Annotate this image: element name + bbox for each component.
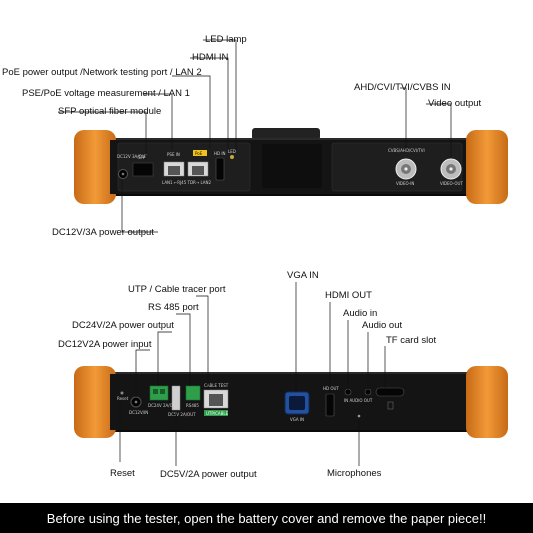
callout-dc12v-output: DC12V/3A power output [52, 227, 154, 238]
bottom-leader-lines [119, 282, 386, 466]
callout-tf-card: TF card slot [386, 335, 437, 346]
audio-in-jack [344, 388, 352, 396]
led-lamp [230, 155, 234, 159]
rs485-terminal [185, 385, 201, 401]
poe-badge [193, 150, 207, 156]
panel-reset-text: Reset [117, 396, 129, 401]
hdmi-in-port [215, 157, 225, 181]
panel-cabletest-text: CABLE TEST [204, 383, 229, 388]
panel-rs485-text: RS485 [186, 403, 199, 408]
battery-cover [262, 144, 322, 188]
panel-hdin-text: HD IN [214, 151, 226, 156]
panel-dc5v-text: DC5V 2A/OUT [168, 412, 196, 417]
callout-poe-output: PoE power output /Network testing port /… [2, 67, 202, 78]
callout-pse-poe: PSE/PoE voltage measurement / LAN 1 [22, 88, 190, 99]
bottom-device: Reset DC12V/IN DC24V 2A/OUT DC5V 2A/OUT … [74, 282, 508, 466]
callout-dc5v: DC5V/2A power output [160, 469, 257, 480]
panel-audio-text: IN AUDIO OUT [344, 398, 373, 403]
panel-videoout-text: VIDEO-OUT [440, 181, 463, 186]
panel-sfp-text: SFP [138, 155, 146, 160]
callout-dc12v-input: DC12V2A power input [58, 339, 152, 350]
callout-video-output: Video output [428, 98, 482, 109]
callout-hdmi-in: HDMI IN [192, 52, 229, 63]
panel-pse-text: PSE IN [167, 152, 180, 157]
callout-reset: Reset [110, 468, 135, 479]
dc24v-terminal [149, 385, 169, 401]
callout-rs485: RS 485 port [148, 302, 199, 313]
top-device: DC12V 3A/OUT SFP PSE IN PoE HD IN LED LA… [58, 39, 508, 233]
dc5v-usb [171, 385, 181, 411]
tf-card-slot [375, 387, 405, 397]
microphone-hole [357, 414, 361, 418]
bottom-right-bumper [466, 366, 508, 438]
callout-vga-in: VGA IN [287, 270, 319, 281]
callout-microphones: Microphones [327, 468, 382, 479]
reset-hole [120, 391, 124, 395]
callout-ahd-in: AHD/CVI/TVI/CVBS IN [354, 82, 451, 93]
top-leader-lines [58, 39, 452, 233]
panel-hdout-text: HD OUT [323, 386, 339, 391]
panel-dcin-text: DC12V/IN [129, 410, 148, 415]
bottom-left-bumper [74, 366, 116, 438]
panel-lan-text: LAN1 ←RJ45 TDR→ LAN2 [162, 180, 212, 185]
panel-vgain-text: VGA IN [290, 417, 304, 422]
callout-audio-out: Audio out [362, 320, 403, 331]
callout-audio-in: Audio in [343, 308, 378, 319]
hdmi-out-port [325, 393, 335, 417]
callout-hdmi-out: HDMI OUT [325, 290, 372, 301]
panel-dc12v-text: DC12V 3A/OUT [117, 154, 148, 159]
panel-poe-text: PoE [195, 151, 203, 156]
top-left-bumper [74, 130, 116, 204]
utp-badge [204, 410, 228, 416]
top-tab [252, 128, 320, 140]
warning-banner: Before using the tester, open the batter… [0, 503, 533, 533]
audio-out-jack [364, 388, 372, 396]
callout-utp: UTP / Cable tracer port [128, 284, 226, 295]
callout-sfp: SFP optical fiber module [58, 106, 162, 117]
sfp-port [132, 162, 154, 177]
callout-led-lamp: LED lamp [205, 34, 247, 45]
callout-dc24v: DC24V/2A power output [72, 320, 174, 331]
panel-dc24v-text: DC24V 2A/OUT [148, 403, 179, 408]
panel-led-text: LED [228, 149, 236, 154]
top-right-bumper [466, 130, 508, 204]
panel-videoin-text: VIDEO-IN [396, 181, 414, 186]
panel-utp-text: UTP/CABLE [206, 411, 229, 416]
